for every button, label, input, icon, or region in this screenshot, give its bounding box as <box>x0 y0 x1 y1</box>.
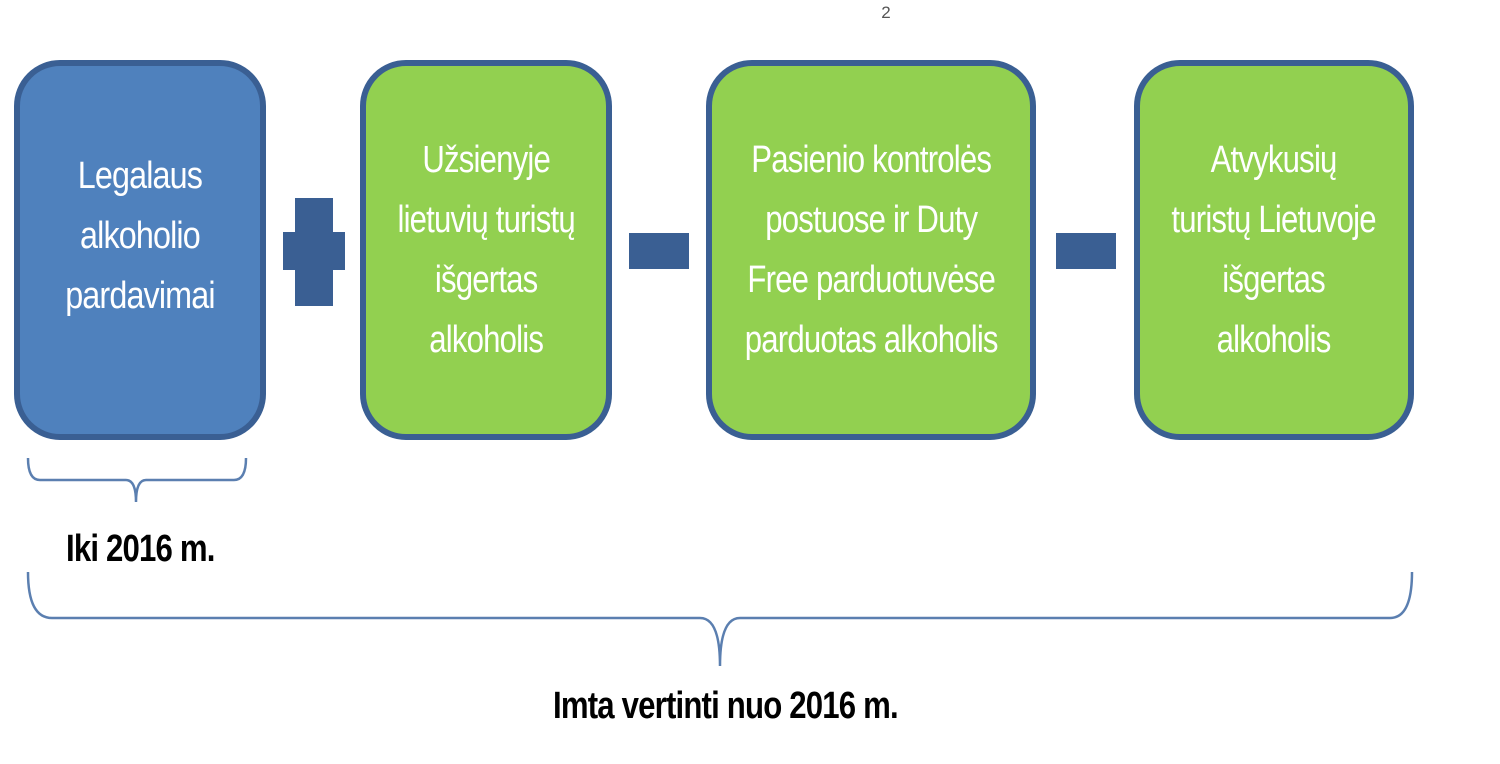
page-number: 2 <box>881 3 891 22</box>
legal-sales-text: Legalaus alkoholio pardavimai <box>65 155 215 317</box>
long-bracket <box>26 571 1414 667</box>
border-duty-free-box: Pasienio kontrolės postuose ir Duty Free… <box>706 60 1036 440</box>
minus-icon <box>1056 233 1116 269</box>
label-from-2016-text: Imta vertinti nuo 2016 m. <box>553 685 899 727</box>
plus-icon-vertical-bar <box>295 198 333 306</box>
label-before-2016-text: Iki 2016 m. <box>66 528 215 570</box>
legal-sales-box: Legalaus alkoholio pardavimai <box>14 60 266 440</box>
border-duty-free-text: Pasienio kontrolės postuose ir Duty Free… <box>744 139 999 361</box>
incoming-tourists-box: Atvykusių turistų Lietuvoje išgertas alk… <box>1134 60 1414 440</box>
minus-icon <box>629 233 689 269</box>
abroad-tourists-box: Užsienyje lietuvių turistų išgertas alko… <box>360 60 612 440</box>
label-before-2016: Iki 2016 m. <box>66 528 247 571</box>
incoming-tourists-text: Atvykusių turistų Lietuvoje išgertas alk… <box>1171 139 1377 361</box>
abroad-tourists-text: Užsienyje lietuvių turistų išgertas alko… <box>397 139 575 361</box>
short-bracket <box>26 457 248 503</box>
label-from-2016: Imta vertinti nuo 2016 m. <box>553 685 974 728</box>
